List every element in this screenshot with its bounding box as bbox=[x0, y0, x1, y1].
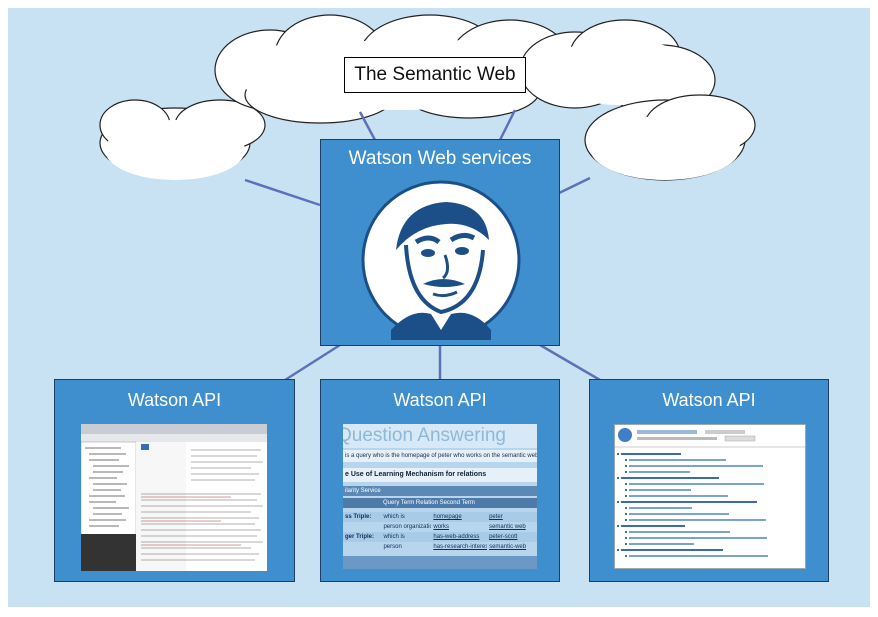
search-result-bullet bbox=[625, 459, 627, 461]
qa-result-rows: ss Triple: which is homepage peter person or… bbox=[343, 512, 537, 552]
api-box-left: Watson API bbox=[54, 379, 295, 582]
search-result-bullet bbox=[617, 501, 619, 503]
qa-result-cell: person organization bbox=[383, 524, 432, 530]
qa-result-cell: ss Triple: bbox=[345, 514, 372, 520]
search-result-bullet bbox=[625, 531, 627, 533]
search-result-line bbox=[629, 519, 766, 521]
api-box-title: Watson API bbox=[127, 390, 222, 410]
ontology-editor-graphic bbox=[81, 424, 267, 571]
search-result-line bbox=[629, 543, 694, 545]
semantic-web-label: The Semantic Web bbox=[344, 57, 526, 93]
connector-api-right bbox=[539, 343, 601, 382]
search-result-bullet bbox=[625, 513, 627, 515]
search-result-line bbox=[621, 525, 685, 527]
search-result-line bbox=[621, 477, 719, 479]
api-box-right: Watson API bbox=[589, 379, 829, 582]
qa-result-cell: person bbox=[383, 544, 402, 550]
search-result-line bbox=[629, 471, 690, 473]
search-result-line bbox=[621, 453, 681, 455]
search-result-bullet bbox=[625, 543, 627, 545]
cloud-far-right bbox=[584, 94, 756, 181]
search-result-line bbox=[629, 465, 763, 467]
web-services-title: Watson Web services bbox=[348, 148, 532, 169]
search-result-bullet bbox=[625, 519, 627, 521]
search-results-screenshot bbox=[614, 424, 806, 569]
cloud-right bbox=[519, 19, 716, 116]
qa-result-row: ss Triple: which is homepage peter bbox=[343, 512, 537, 522]
qa-result-cell: semantic web bbox=[489, 524, 526, 530]
qa-result-cell: works bbox=[433, 524, 450, 530]
search-result-line bbox=[629, 537, 767, 539]
connector-lines bbox=[244, 109, 601, 382]
qa-query-bar: is a query who is the homepage of peter … bbox=[343, 450, 537, 462]
search-result-bullet bbox=[625, 489, 627, 491]
cloud-left bbox=[99, 99, 266, 180]
qa-result-cell: has-research-interest bbox=[433, 544, 488, 550]
search-result-line bbox=[629, 531, 730, 533]
search-result-line bbox=[621, 549, 723, 551]
qa-result-cell: which is bbox=[383, 534, 405, 540]
search-result-bullet bbox=[625, 471, 627, 473]
search-result-line bbox=[629, 495, 728, 497]
search-result-bullet bbox=[617, 525, 619, 527]
qa-result-cell: homepage bbox=[433, 514, 462, 520]
qa-result-cell: which is bbox=[383, 514, 405, 520]
search-results-graphic bbox=[615, 428, 805, 557]
watson-mascot-icon bbox=[361, 180, 521, 340]
api-box-title: Watson API bbox=[662, 390, 756, 410]
qa-heading-strip: Question Answering bbox=[343, 424, 537, 448]
search-result-bullet bbox=[625, 483, 627, 485]
connector-top-cloud-left bbox=[358, 111, 377, 141]
search-result-line bbox=[621, 501, 757, 503]
qa-column-header: Query Term Relation Second Term bbox=[343, 498, 537, 508]
search-result-line bbox=[629, 459, 726, 461]
search-result-bullet bbox=[625, 465, 627, 467]
qa-result-cell bbox=[343, 522, 381, 532]
qa-result-cell: ger Triple: bbox=[345, 534, 375, 540]
web-services-box: Watson Web services bbox=[320, 139, 560, 346]
search-result-line bbox=[629, 489, 691, 491]
connector-left-cloud bbox=[244, 178, 321, 207]
connector-top-cloud-right bbox=[498, 109, 517, 141]
qa-result-cell: semantic-web bbox=[489, 544, 527, 550]
connector-api-left bbox=[284, 343, 341, 382]
search-result-bullet bbox=[625, 495, 627, 497]
search-result-line bbox=[629, 483, 764, 485]
qa-similarity-bar: ilarity Service bbox=[343, 486, 537, 496]
qa-footer-bar bbox=[343, 556, 537, 569]
qa-result-cell: has-web-address bbox=[433, 534, 480, 540]
qa-heading: Question Answering bbox=[343, 425, 506, 446]
search-result-line bbox=[629, 507, 692, 509]
qa-result-row: ger Triple: which is has-web-address peter-… bbox=[343, 532, 537, 542]
search-result-line bbox=[629, 555, 768, 557]
api-box-title: Watson API bbox=[393, 390, 487, 410]
api-box-center: Watson API Question Answering is a query… bbox=[320, 379, 560, 582]
search-result-bullet bbox=[617, 453, 619, 455]
question-answering-screenshot: Question Answering is a query who is the… bbox=[343, 424, 537, 569]
search-result-bullet bbox=[617, 549, 619, 551]
search-result-line bbox=[629, 513, 729, 515]
search-result-bullet bbox=[625, 555, 627, 557]
search-result-bullet bbox=[625, 507, 627, 509]
search-result-bullet bbox=[617, 477, 619, 479]
qa-result-cell: peter-scott bbox=[489, 534, 518, 540]
qa-result-cell bbox=[343, 542, 381, 552]
connector-right-cloud bbox=[554, 176, 591, 197]
search-result-bullet bbox=[625, 537, 627, 539]
ontology-editor-screenshot bbox=[81, 424, 267, 571]
qa-result-cell: peter bbox=[489, 514, 503, 520]
qa-mechanism-bar: e Use of Learning Mechanism for relation… bbox=[343, 468, 537, 482]
